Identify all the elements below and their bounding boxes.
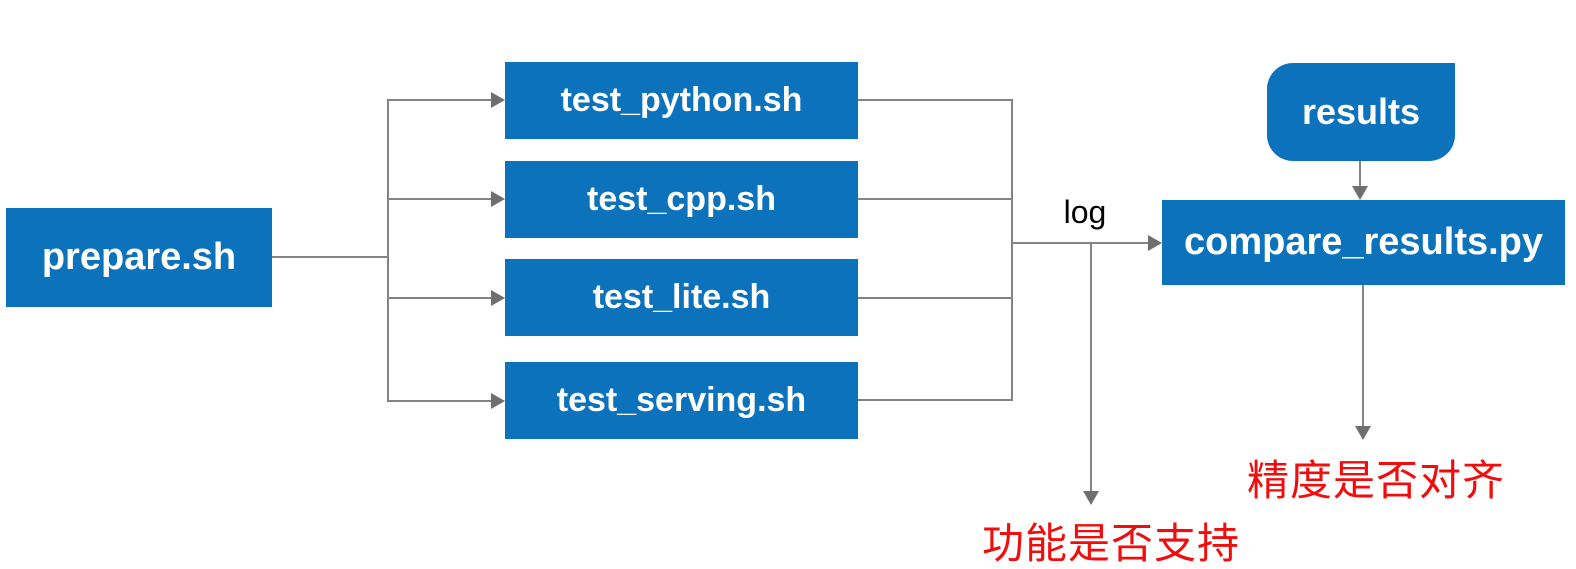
arrowhead-compare-icon bbox=[1148, 235, 1162, 251]
connector-results-compare bbox=[1359, 161, 1361, 187]
arrowhead-feature-icon bbox=[1083, 491, 1099, 505]
node-compare-results-py-label: compare_results.py bbox=[1183, 221, 1544, 263]
connector-branch-python bbox=[387, 99, 492, 101]
arrowhead-cpp-icon bbox=[491, 191, 505, 207]
arrowhead-results-icon bbox=[1352, 186, 1368, 200]
connector-log bbox=[1011, 242, 1150, 244]
branch-trunk-left bbox=[387, 99, 389, 402]
arrowhead-lite-icon bbox=[491, 290, 505, 306]
node-test-lite-sh-label: test_lite.sh bbox=[592, 278, 771, 316]
merge-trunk-right bbox=[1011, 99, 1013, 401]
node-test-python-sh-label: test_python.sh bbox=[560, 81, 803, 119]
connector-prepare-out bbox=[272, 256, 388, 258]
node-test-cpp-sh-label: test_cpp.sh bbox=[587, 180, 776, 218]
node-test-serving-sh: test_serving.sh bbox=[505, 362, 858, 439]
node-results: results bbox=[1267, 63, 1455, 161]
connector-branch-serving bbox=[387, 400, 492, 402]
connector-python-merge bbox=[858, 99, 1013, 101]
log-label: log bbox=[1063, 194, 1107, 230]
connector-cpp-merge bbox=[858, 198, 1013, 200]
node-prepare-sh: prepare.sh bbox=[6, 208, 272, 307]
node-test-serving-sh-label: test_serving.sh bbox=[556, 381, 807, 419]
connector-precision-drop bbox=[1362, 285, 1364, 426]
label-precision-align: 精度是否对齐 bbox=[1247, 457, 1506, 504]
node-prepare-sh-label: prepare.sh bbox=[41, 236, 237, 278]
connector-feature-drop bbox=[1090, 243, 1092, 491]
node-test-python-sh: test_python.sh bbox=[505, 62, 858, 139]
connector-branch-lite bbox=[387, 297, 492, 299]
node-results-label: results bbox=[1301, 91, 1421, 132]
node-test-lite-sh: test_lite.sh bbox=[505, 259, 858, 336]
node-compare-results-py: compare_results.py bbox=[1162, 200, 1565, 285]
arrowhead-precision-icon bbox=[1355, 426, 1371, 440]
connector-branch-cpp bbox=[387, 198, 492, 200]
connector-serving-merge bbox=[858, 399, 1013, 401]
connector-lite-merge bbox=[858, 297, 1013, 299]
label-feature-support: 功能是否支持 bbox=[982, 520, 1241, 567]
arrowhead-python-icon bbox=[491, 92, 505, 108]
arrowhead-serving-icon bbox=[491, 393, 505, 409]
node-test-cpp-sh: test_cpp.sh bbox=[505, 161, 858, 238]
